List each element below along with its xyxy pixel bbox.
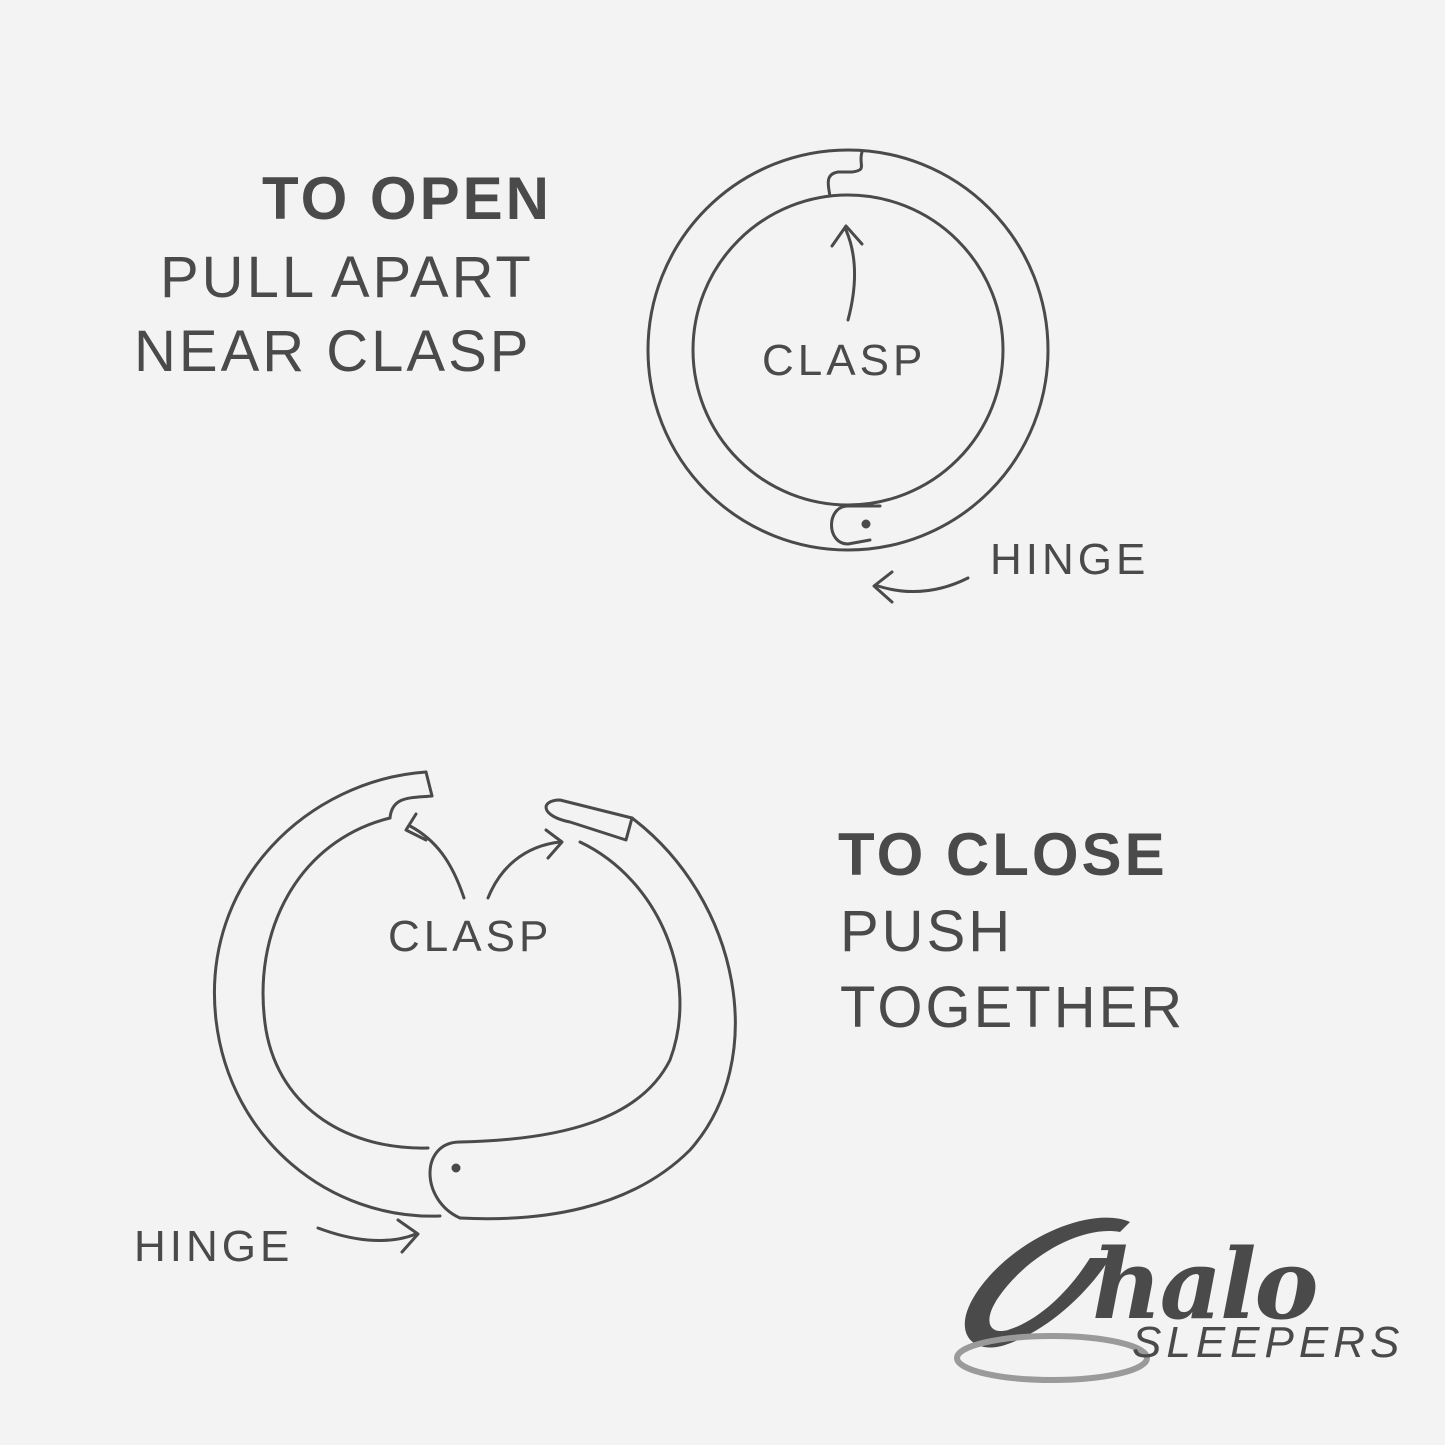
hinge-label-bottom: HINGE bbox=[134, 1222, 294, 1271]
hinge-label-top: HINGE bbox=[990, 535, 1150, 584]
clasp-label-top: CLASP bbox=[762, 336, 927, 385]
hinge-arrowhead-bottom bbox=[396, 1218, 420, 1254]
closed-ring-clasp bbox=[826, 150, 864, 198]
closed-ring-hinge bbox=[830, 504, 882, 546]
halo-logo-swoosh bbox=[954, 1217, 1150, 1383]
open-heading: TO OPEN bbox=[262, 165, 552, 232]
brand-logo-halo: halo bbox=[1092, 1228, 1318, 1341]
open-ring-right-clasp bbox=[544, 798, 634, 842]
open-ring bbox=[213, 770, 737, 1221]
open-ring-left-inner bbox=[261, 816, 430, 1150]
clasp-arrowhead-left bbox=[404, 812, 428, 842]
open-instruction-line1: PULL APART bbox=[160, 245, 534, 310]
closed-ring bbox=[646, 148, 1050, 552]
hinge-arrow-bottom bbox=[316, 1226, 418, 1243]
hinge-arrow-top bbox=[876, 576, 970, 594]
clasp-arrowhead-right bbox=[544, 828, 564, 860]
hinge-arrowhead-top bbox=[872, 570, 894, 604]
close-instruction-line1: PUSH bbox=[840, 899, 1014, 964]
brand-logo-sleepers: SLEEPERS bbox=[1132, 1318, 1405, 1367]
closed-ring-outer bbox=[646, 148, 1050, 552]
open-ring-left-clasp bbox=[388, 770, 434, 820]
close-heading: TO CLOSE bbox=[838, 821, 1168, 888]
clasp-arrow-right bbox=[486, 840, 562, 900]
open-ring-right-outer bbox=[458, 816, 737, 1221]
clasp-arrow-left bbox=[408, 824, 466, 900]
open-ring-hinge bbox=[428, 1140, 462, 1220]
open-ring-hinge-pin bbox=[451, 1163, 461, 1173]
open-ring-left-outer bbox=[213, 770, 442, 1218]
clasp-arrow-top bbox=[844, 228, 856, 322]
closed-ring-hinge-pin bbox=[861, 519, 871, 529]
clasp-arrowhead-top bbox=[830, 224, 864, 248]
close-instruction-line2: TOGETHER bbox=[840, 975, 1186, 1040]
clasp-label-bottom: CLASP bbox=[388, 912, 553, 961]
open-instruction-line2: NEAR CLASP bbox=[134, 319, 532, 384]
open-ring-right-inner bbox=[458, 840, 682, 1144]
